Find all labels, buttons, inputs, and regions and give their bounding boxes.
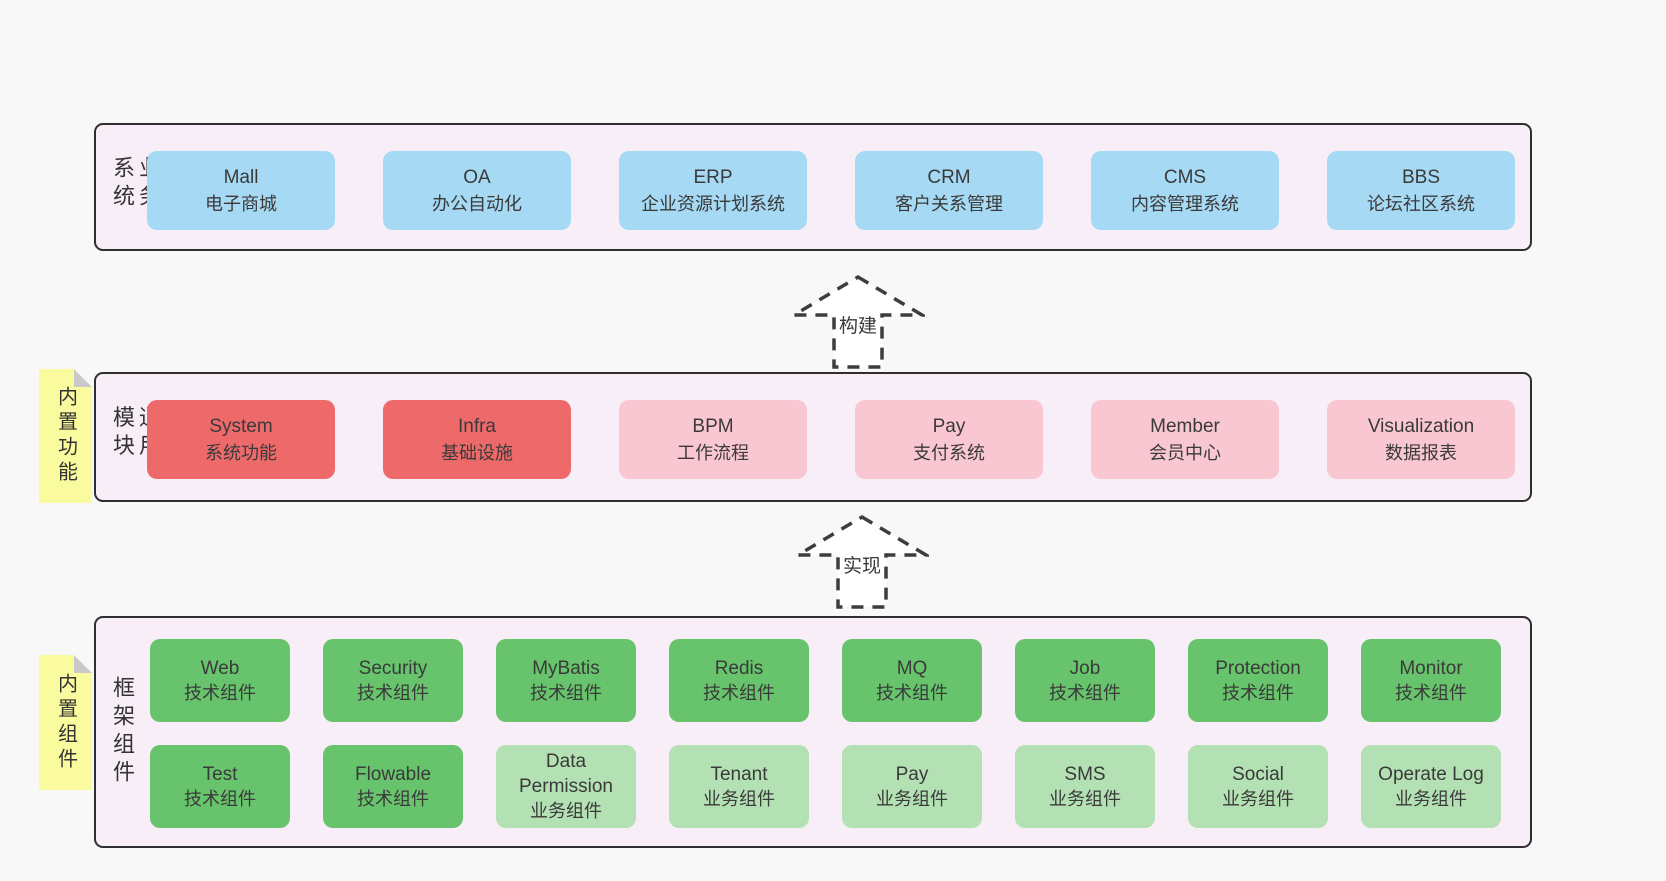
box-name: OA [463, 166, 491, 188]
box-name: MQ [896, 657, 928, 679]
box-name: Redis [714, 657, 764, 679]
box-subtitle: 论坛社区系统 [1367, 193, 1475, 214]
box-tenant: Tenant 业务组件 [669, 745, 809, 828]
box-subtitle: 工作流程 [677, 442, 749, 463]
box-name: Job [1069, 657, 1101, 679]
box-subtitle: 系统功能 [205, 442, 277, 463]
box-flowable: Flowable 技术组件 [323, 745, 463, 828]
box-name: MyBatis [532, 657, 600, 679]
box-member: Member 会员中心 [1091, 400, 1279, 479]
box-subtitle: 电子商城 [205, 193, 277, 214]
note-label: 内置功能 [54, 386, 77, 486]
box-mybatis: MyBatis 技术组件 [496, 639, 636, 722]
box-mq: MQ 技术组件 [842, 639, 982, 722]
box-pay: Pay 支付系统 [855, 400, 1043, 479]
box-mall: Mall 电子商城 [147, 151, 335, 230]
box-infra: Infra 基础设施 [383, 400, 571, 479]
box-data-permission: Data Permission 业务组件 [496, 745, 636, 828]
box-subtitle: 技术组件 [184, 682, 256, 703]
note-fold-corner [74, 369, 92, 387]
box-subtitle: 业务组件 [1395, 788, 1467, 809]
box-subtitle: 业务组件 [530, 801, 602, 821]
box-subtitle: 客户关系管理 [895, 193, 1003, 214]
box-job: Job 技术组件 [1015, 639, 1155, 722]
box-bpm: BPM 工作流程 [619, 400, 807, 479]
box-sms: SMS 业务组件 [1015, 745, 1155, 828]
box-name: Member [1150, 415, 1220, 437]
band-business-systems: 业务系统 Mall 电子商城 OA 办公自动化 ERP 企业资源计划系统 CRM… [94, 123, 1532, 251]
sticky-note-builtin-components: 内置组件 [39, 655, 92, 790]
box-name: Monitor [1399, 657, 1463, 679]
box-name: Operate Log [1378, 763, 1484, 785]
box-subtitle: 技术组件 [357, 788, 429, 809]
box-subtitle: 会员中心 [1149, 442, 1221, 463]
box-pay-business: Pay 业务组件 [842, 745, 982, 828]
note-label: 内置组件 [54, 672, 77, 773]
box-operate-log: Operate Log 业务组件 [1361, 745, 1501, 828]
arrow-label: 实现 [839, 550, 885, 579]
box-name: BBS [1401, 166, 1441, 188]
box-subtitle: 技术组件 [530, 682, 602, 703]
build-arrow: 构建 [791, 274, 925, 370]
box-subtitle: 企业资源计划系统 [641, 193, 785, 214]
box-oa: OA 办公自动化 [383, 151, 571, 230]
box-name: Pay [932, 415, 966, 437]
box-name: Visualization [1367, 415, 1475, 437]
box-subtitle: 办公自动化 [432, 193, 522, 214]
box-subtitle: 技术组件 [1395, 682, 1467, 703]
box-subtitle: 技术组件 [357, 682, 429, 703]
box-subtitle: 业务组件 [703, 788, 775, 809]
box-subtitle: 技术组件 [703, 682, 775, 703]
box-subtitle: 技术组件 [876, 682, 948, 703]
box-name: Social [1232, 763, 1284, 785]
sticky-note-builtin-features: 内置功能 [39, 369, 92, 503]
box-name: CMS [1163, 166, 1207, 188]
box-name: ERP [693, 166, 733, 188]
box-subtitle: 业务组件 [1049, 788, 1121, 809]
box-name: Infra [457, 415, 497, 437]
box-web: Web 技术组件 [150, 639, 290, 722]
box-name: Flowable [354, 763, 432, 785]
box-name: System [209, 415, 273, 437]
box-subtitle: 技术组件 [184, 788, 256, 809]
box-name: Test [202, 763, 238, 785]
box-monitor: Monitor 技术组件 [1361, 639, 1501, 722]
box-name: SMS [1064, 763, 1106, 785]
band-framework-components: 框架组件 Web 技术组件 Security 技术组件 MyBatis 技术组件… [94, 616, 1532, 848]
box-redis: Redis 技术组件 [669, 639, 809, 722]
box-cms: CMS 内容管理系统 [1091, 151, 1279, 230]
box-subtitle: 支付系统 [913, 442, 985, 463]
box-name: Protection [1215, 657, 1301, 679]
implement-arrow: 实现 [795, 514, 929, 610]
box-system: System 系统功能 [147, 400, 335, 479]
box-name: Web [200, 657, 240, 679]
box-name: Tenant [710, 763, 768, 785]
box-name: Pay [895, 763, 929, 785]
box-crm: CRM 客户关系管理 [855, 151, 1043, 230]
arrow-label: 构建 [835, 310, 881, 339]
band-title: 框架组件 [110, 676, 135, 788]
box-subtitle: 基础设施 [441, 442, 513, 463]
band-common-modules: 通用模块 System 系统功能 Infra 基础设施 BPM 工作流程 Pay… [94, 372, 1532, 502]
box-social: Social 业务组件 [1188, 745, 1328, 828]
box-subtitle: 业务组件 [1222, 788, 1294, 809]
box-bbs: BBS 论坛社区系统 [1327, 151, 1515, 230]
box-protection: Protection 技术组件 [1188, 639, 1328, 722]
box-erp: ERP 企业资源计划系统 [619, 151, 807, 230]
note-fold-corner [74, 655, 92, 673]
box-subtitle: 业务组件 [876, 788, 948, 809]
box-subtitle: 技术组件 [1222, 682, 1294, 703]
box-security: Security 技术组件 [323, 639, 463, 722]
box-subtitle: 技术组件 [1049, 682, 1121, 703]
box-test: Test 技术组件 [150, 745, 290, 828]
box-subtitle: 内容管理系统 [1131, 193, 1239, 214]
box-name: Security [358, 657, 428, 679]
box-name: Data Permission [519, 751, 613, 797]
box-subtitle: 数据报表 [1385, 442, 1457, 463]
box-visualization: Visualization 数据报表 [1327, 400, 1515, 479]
box-name: BPM [692, 415, 734, 437]
box-name: Mall [223, 166, 259, 188]
box-name: CRM [927, 166, 971, 188]
